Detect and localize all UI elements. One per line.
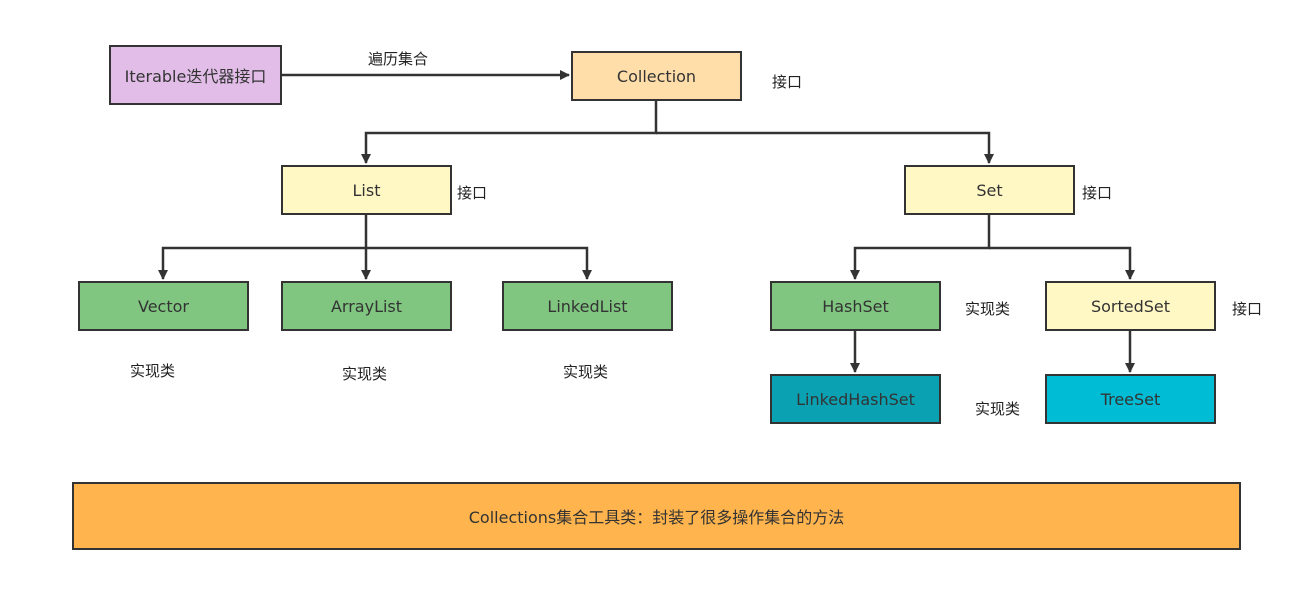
set-type-label: 接口 — [1082, 184, 1113, 202]
arraylist-type-label: 实现类 — [342, 365, 388, 383]
edge-list-linkedlist — [366, 246, 592, 280]
vector-node: Vector — [78, 281, 249, 331]
hashset-node: HashSet — [770, 281, 941, 331]
set-node: Set — [904, 165, 1075, 215]
edge-collection-set — [656, 131, 994, 164]
edge-list-vector — [158, 246, 366, 280]
treeset-node: TreeSet — [1045, 374, 1216, 424]
collection-node: Collection — [571, 51, 742, 101]
vector-type-label: 实现类 — [130, 362, 176, 380]
list-node: List — [281, 165, 452, 215]
collections-utility-node: Collections集合工具类：封装了很多操作集合的方法 — [72, 482, 1241, 550]
linkedlist-type-label: 实现类 — [563, 363, 609, 381]
edge-set-sortedset — [989, 246, 1135, 280]
edge-collection-split — [361, 101, 658, 164]
list-type-label: 接口 — [457, 184, 488, 202]
hashset-type-label: 实现类 — [965, 300, 1011, 318]
linkedlist-node: LinkedList — [502, 281, 673, 331]
collection-type-label: 接口 — [772, 73, 803, 91]
sortedset-type-label: 接口 — [1232, 300, 1263, 318]
treeset-type-label: 实现类 — [975, 400, 1021, 418]
edge-set-split — [850, 215, 991, 280]
linkedhashset-node: LinkedHashSet — [770, 374, 941, 424]
sortedset-node: SortedSet — [1045, 281, 1216, 331]
arraylist-node: ArrayList — [281, 281, 452, 331]
traverse-label: 遍历集合 — [368, 50, 429, 68]
iterable-node: Iterable迭代器接口 — [109, 45, 282, 105]
